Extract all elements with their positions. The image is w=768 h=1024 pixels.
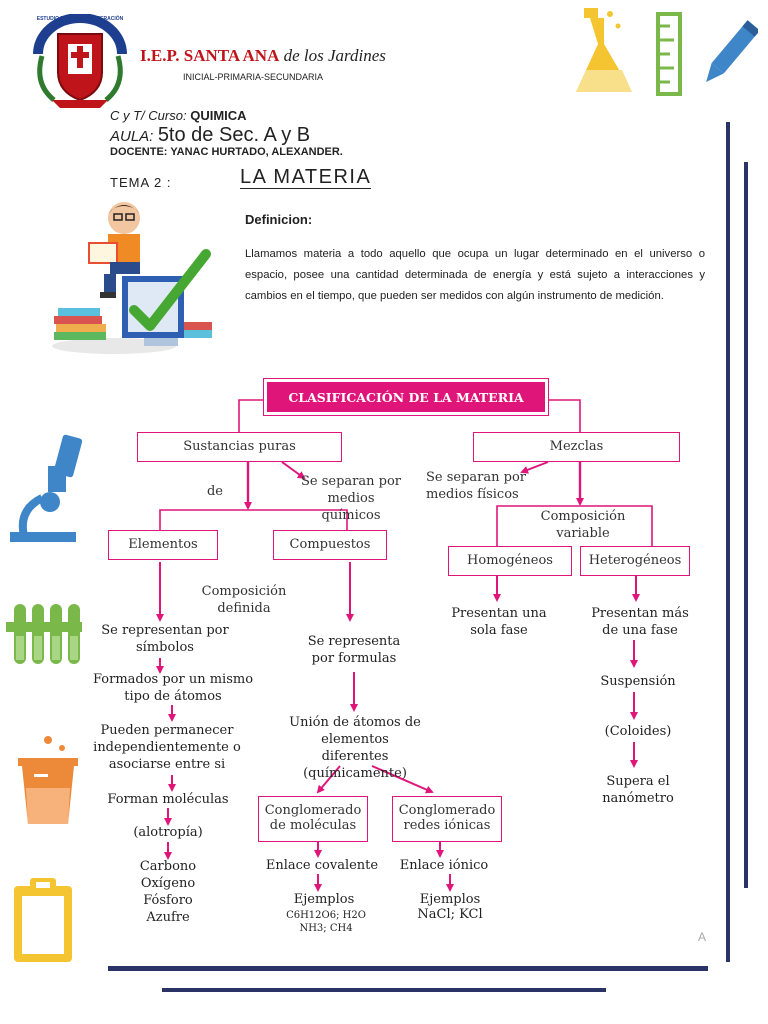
box-sustancias-puras: Sustancias puras: [137, 432, 342, 462]
label-representa-formulas: Se representa por formulas: [307, 634, 401, 666]
box-heterogeneos: Heterogéneos: [580, 546, 690, 576]
arrow-union-left: [316, 765, 341, 794]
label-representan-simbolos: Se representan por símbolos: [101, 623, 229, 655]
footer-mark: A: [698, 930, 707, 944]
box-conglomerado-moleculas: Conglomerado de moléculas: [258, 796, 368, 842]
label-union: Unión de átomos de elementos diferentes …: [289, 715, 421, 781]
right-border-line-outer: [726, 122, 730, 962]
aula-line: AULA: 5to de Sec. A y B: [110, 124, 310, 147]
bottom-border-line-2: [162, 988, 606, 992]
label-ejemplos-elementos: Carbono Oxígeno Fósforo Azufre: [139, 859, 197, 925]
arrow-mezclas-sep: [520, 461, 549, 474]
ruler-icon: [650, 10, 690, 100]
school-levels: INICIAL-PRIMARIA-SECUNDARIA: [183, 72, 324, 82]
label-alotropia: (alotropía): [133, 825, 203, 840]
label-coloides: (Coloides): [604, 724, 672, 739]
label-ejemplos-1: Ejemplos: [293, 892, 355, 907]
right-border-line-inner: [744, 162, 748, 888]
course-value: QUIMICA: [190, 108, 247, 123]
course-label: C y T/ Curso:: [110, 108, 187, 123]
microscope-icon: [4, 432, 86, 552]
tema-label: TEMA 2 :: [110, 175, 172, 190]
label-separan-quimicos: Se separan por medios químicos: [300, 474, 401, 523]
label-ejemplos-1-values: C6H12O6; H2O NH3; CH4: [286, 910, 366, 934]
tema-title: LA MATERIA: [240, 166, 372, 189]
box-compuestos: Compuestos: [273, 530, 387, 560]
clipboard-icon: [10, 876, 76, 966]
label-enlace-covalente: Enlace covalente: [265, 858, 379, 873]
label-composicion-variable: Composición variable: [540, 509, 626, 541]
label-separan-fisicos: Se separan por medios físicos: [426, 470, 527, 502]
docente-line: DOCENTE: YANAC HURTADO, ALEXANDER.: [110, 146, 343, 158]
box-homogeneos: Homogéneos: [448, 546, 572, 576]
connector-homo-hetero: [496, 505, 653, 546]
definition-text: Llamamos materia a todo aquello que ocup…: [245, 248, 705, 302]
arrow-union-right: [371, 765, 434, 794]
docente-label: DOCENTE:: [110, 146, 168, 158]
school-crest: ESTUDIO DISCIPLINA SUPERACIÓN: [24, 13, 136, 110]
label-ejemplos-2: Ejemplos: [419, 892, 481, 907]
crest-motto: ESTUDIO DISCIPLINA SUPERACIÓN: [36, 16, 124, 22]
label-mas-fase: Presentan más de una fase: [591, 606, 689, 638]
label-composicion-definida: Composición definida: [201, 584, 287, 616]
label-ejemplos-2-values: NaCl; KCl: [417, 907, 483, 922]
box-elementos: Elementos: [108, 530, 218, 560]
label-forman: Forman moléculas: [107, 792, 229, 807]
label-formados: Formados por un mismo tipo de átomos: [92, 672, 254, 704]
school-name: I.E.P. SANTA ANA: [140, 46, 280, 65]
school-name-line: I.E.P. SANTA ANA de los Jardines: [140, 46, 386, 66]
flask-icon: [570, 4, 640, 100]
pencil-icon: [698, 16, 760, 96]
label-enlace-ionico: Enlace iónico: [399, 858, 489, 873]
label-supera: Supera el nanómetro: [602, 774, 674, 806]
docente-value: YANAC HURTADO, ALEXANDER.: [170, 146, 343, 158]
school-name-suffix: de los Jardines: [283, 46, 386, 65]
test-tubes-icon: [4, 600, 86, 670]
label-de: de: [206, 484, 223, 499]
beaker-icon: [8, 732, 88, 832]
aula-label: AULA:: [110, 128, 154, 145]
definition-heading: Definicion:: [245, 212, 313, 227]
box-conglomerado-ionicas: Conglomerado redes iónicas: [392, 796, 502, 842]
label-pueden: Pueden permanecer independientemente o a…: [93, 723, 241, 772]
diagram-title-box: CLASIFICACIÓN DE LA MATERIA: [263, 378, 549, 416]
arrow-puras-sep: [281, 461, 306, 480]
course-line: C y T/ Curso: QUIMICA: [110, 108, 247, 123]
label-una-fase: Presentan una sola fase: [451, 606, 547, 638]
bottom-border-line-1: [108, 966, 708, 971]
connector-elem-comp: [159, 509, 348, 530]
teacher-reading-illustration: [44, 198, 214, 358]
label-suspension: Suspensión: [600, 674, 676, 689]
aula-value: 5to de Sec. A y B: [157, 124, 311, 146]
box-mezclas: Mezclas: [473, 432, 680, 462]
